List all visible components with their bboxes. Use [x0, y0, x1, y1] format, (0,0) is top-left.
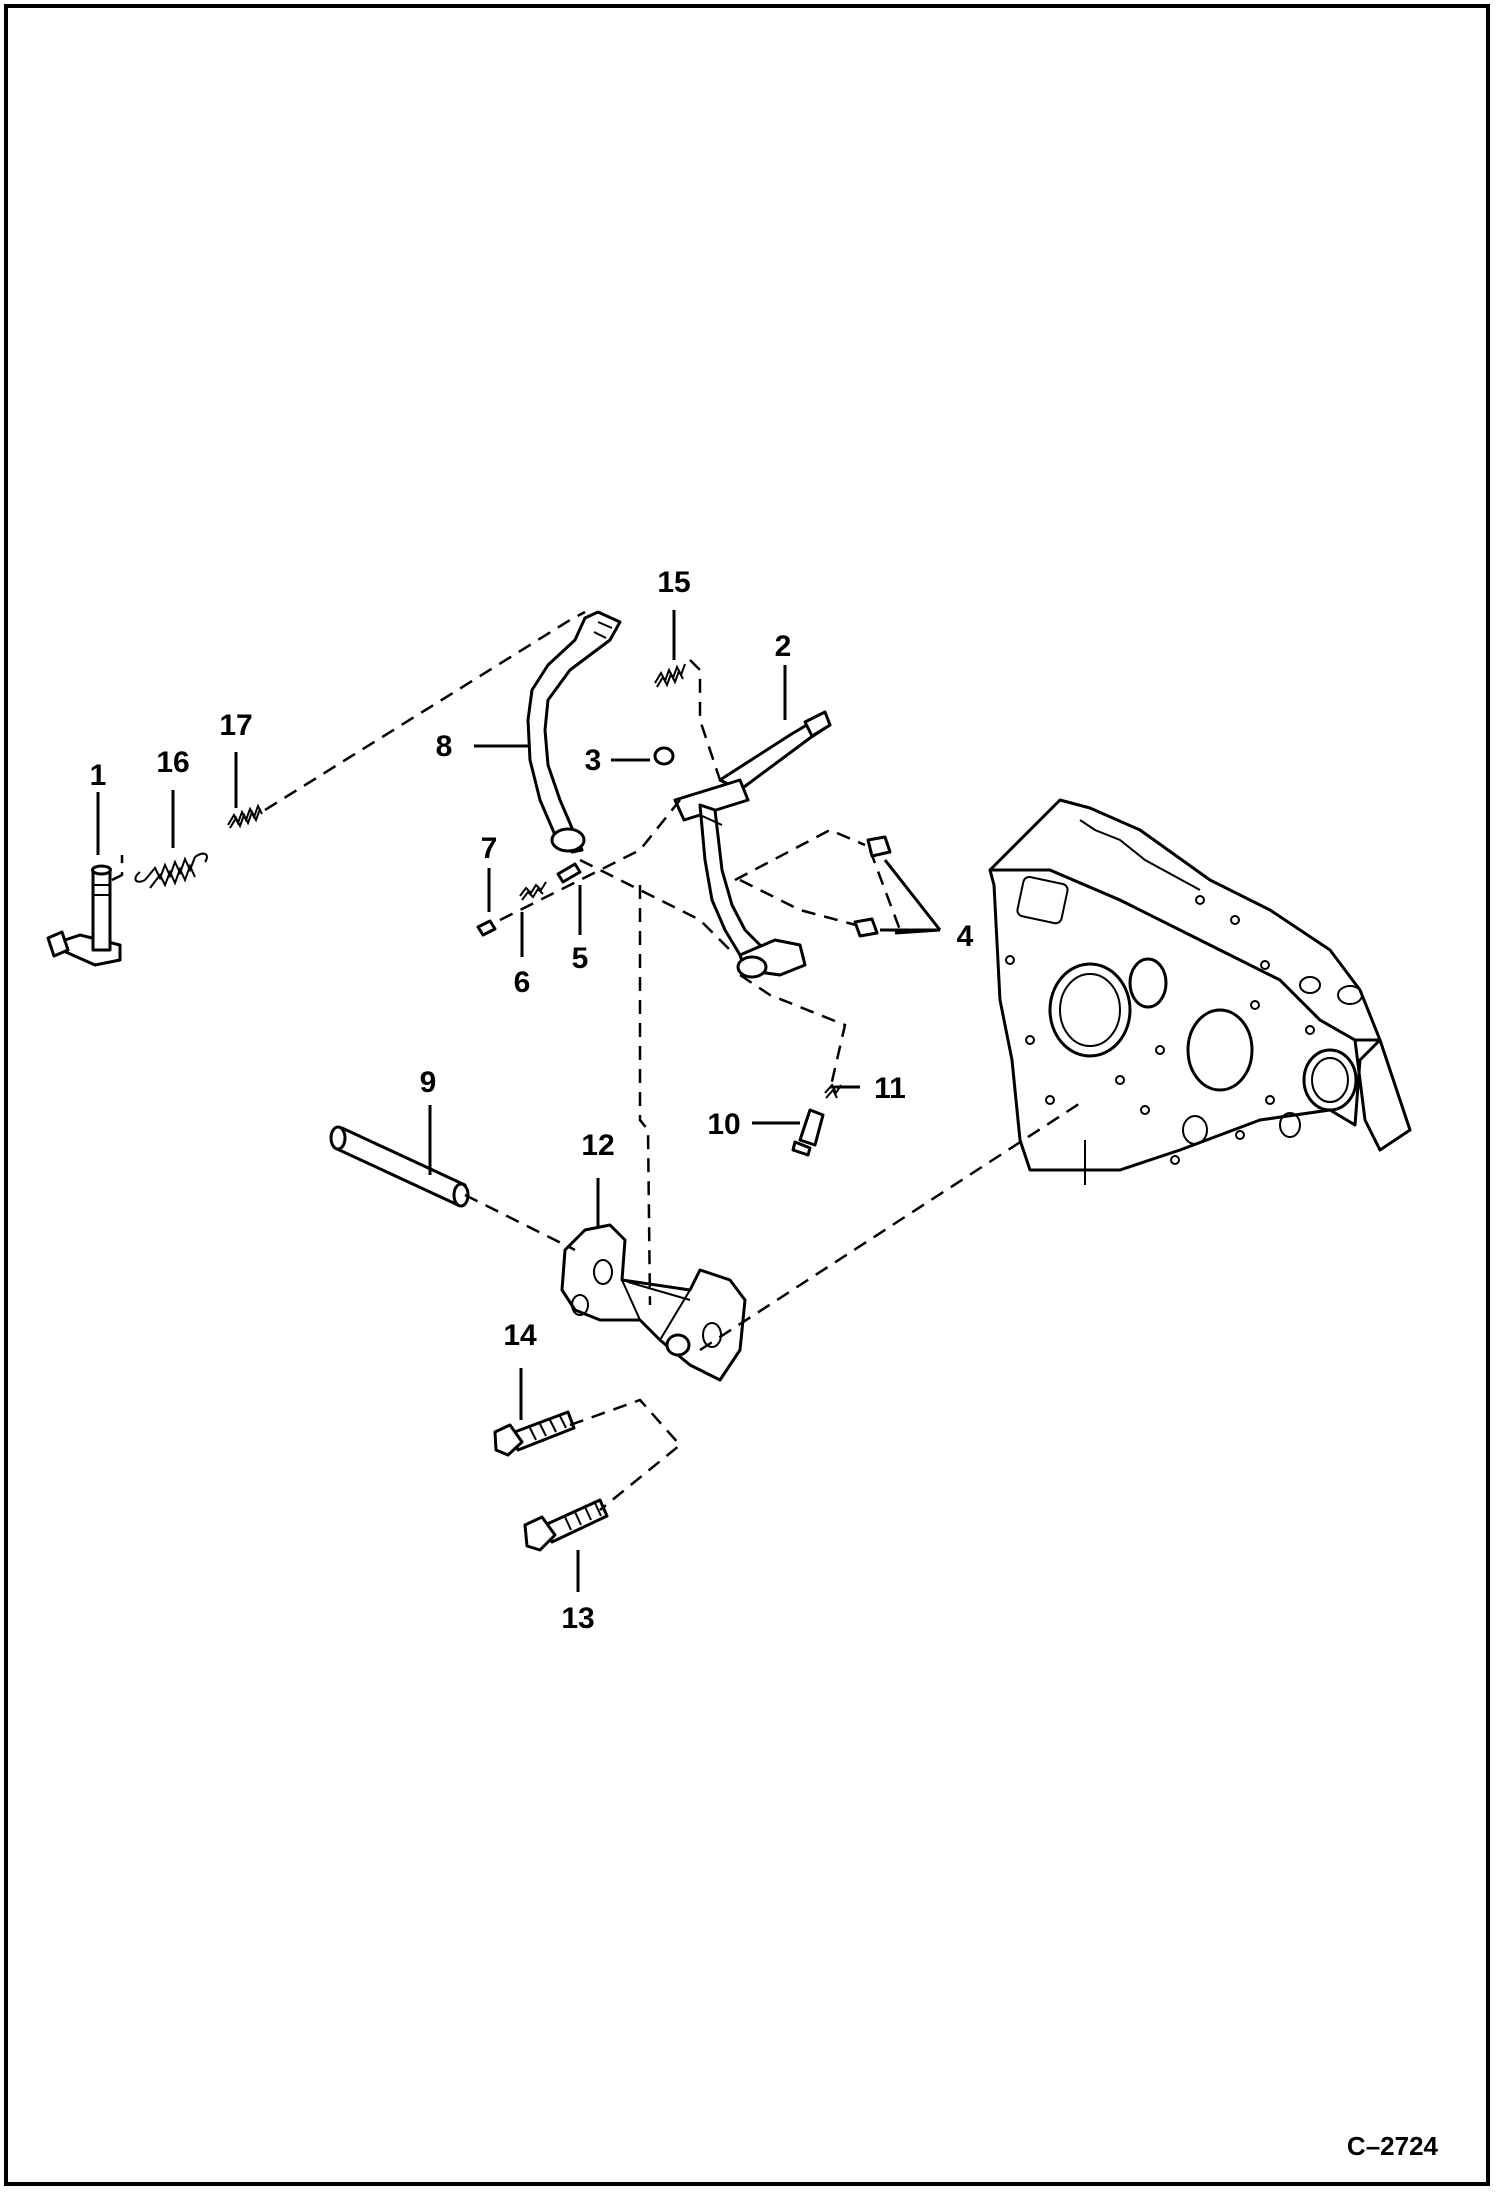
- part-8-lever: [526, 610, 622, 854]
- callout-6: 6: [514, 966, 531, 999]
- callout-5: 5: [572, 942, 589, 975]
- part-5-pin: [556, 862, 582, 884]
- part-17-spring: [227, 803, 263, 829]
- callout-1: 1: [90, 759, 107, 792]
- callout-3: 3: [585, 744, 602, 777]
- part-1-shaft: [46, 864, 122, 967]
- part-14-bolt: [493, 1410, 576, 1457]
- part-16-spring: [134, 852, 208, 889]
- callouts: 1 2 3 4 5 6 7 8 9 10 11 12 13 14 15 16 1…: [90, 566, 974, 1635]
- part-2-lever-assembly: [673, 710, 832, 979]
- part-12-bracket: [560, 1223, 747, 1382]
- part-13-bolt: [523, 1498, 609, 1552]
- page-border: [4, 4, 1490, 2186]
- part-4-bolts: [853, 835, 892, 938]
- callout-4: 4: [957, 920, 974, 953]
- callout-17: 17: [219, 709, 252, 742]
- callout-16: 16: [156, 746, 189, 779]
- part-10-bolt: [791, 1108, 825, 1157]
- callout-2: 2: [775, 630, 792, 663]
- figure-reference: C–2724: [1347, 2131, 1439, 2161]
- callout-12: 12: [581, 1129, 614, 1162]
- part-11-spring: [824, 1083, 842, 1099]
- callout-15: 15: [657, 566, 690, 599]
- assembly-lines: [111, 610, 1086, 1511]
- part-9-shaft-pin: [329, 1125, 470, 1208]
- callout-9: 9: [420, 1066, 437, 1099]
- callout-14: 14: [503, 1319, 537, 1352]
- callout-10: 10: [707, 1108, 740, 1141]
- callout-13: 13: [561, 1602, 594, 1635]
- part-15-spring: [654, 663, 686, 688]
- callout-7: 7: [481, 832, 498, 865]
- part-3-nut: [653, 746, 675, 766]
- leader-lines: [96, 610, 942, 1592]
- engine-block: [988, 798, 1412, 1185]
- part-6-spring: [519, 881, 547, 901]
- part-7-cap: [476, 919, 497, 937]
- callout-11: 11: [874, 1072, 906, 1105]
- callout-8: 8: [436, 730, 453, 763]
